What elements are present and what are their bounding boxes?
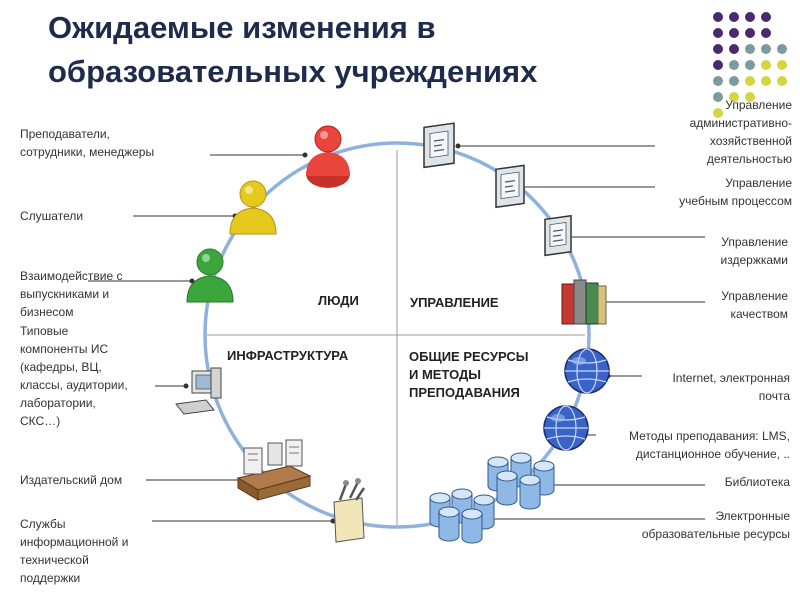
- books-icon: [561, 279, 607, 325]
- person-icon-red: [306, 125, 350, 188]
- label-quality-management: Управление качеством: [721, 289, 788, 321]
- label-support: Службы информационной и технической подд…: [20, 517, 129, 585]
- decorative-dot: [729, 76, 739, 86]
- decorative-dot: [745, 12, 755, 22]
- decorative-dot: [729, 92, 739, 102]
- person-icon-green: [186, 248, 234, 303]
- decorative-dot: [745, 76, 755, 86]
- decorative-dot: [777, 44, 787, 54]
- decorative-dot: [729, 60, 739, 70]
- decorative-dot: [729, 44, 739, 54]
- label-education-management: Управление учебным процессом: [679, 176, 792, 208]
- database-icon-top: [429, 492, 451, 504]
- monitor-icon-2: [495, 164, 525, 209]
- database-icon-top: [519, 474, 541, 486]
- person-icon-yellow: [229, 180, 277, 235]
- label-electronic-resources: Электронные образовательные ресурсы: [641, 509, 790, 541]
- quadrant-resources-label: ОБЩИЕ РЕСУРСЫ И МЕТОДЫ ПРЕПОДАВАНИЯ: [409, 349, 529, 400]
- database-icon-top: [438, 506, 460, 518]
- decorative-dot: [761, 44, 771, 54]
- database-icon: [461, 513, 483, 544]
- label-costs-management: Управление издержками: [720, 235, 788, 267]
- database-icon: [438, 511, 460, 542]
- label-students: Слушатели: [20, 209, 84, 223]
- database-icon-top: [496, 470, 518, 482]
- globe-icon-2: [543, 405, 589, 451]
- decorative-dot: [713, 12, 723, 22]
- label-publishing: Издательский дом: [20, 473, 123, 487]
- decorative-dot: [713, 92, 723, 102]
- office-icon: [236, 439, 312, 501]
- database-icon-top: [473, 494, 495, 506]
- database-icon: [496, 475, 518, 506]
- database-icon-top: [487, 456, 509, 468]
- decorative-dot: [761, 28, 771, 38]
- quadrant-infrastructure-label: ИНФРАСТРУКТУРА: [227, 348, 349, 363]
- decorative-dot: [713, 60, 723, 70]
- monitor-icon-1: [423, 122, 455, 169]
- decorative-dot: [729, 12, 739, 22]
- database-icon-top: [451, 488, 473, 500]
- database-icon-top: [533, 460, 555, 472]
- database-icon-top: [461, 508, 483, 520]
- decorative-dot: [729, 28, 739, 38]
- decorative-dot: [761, 12, 771, 22]
- main-circle: [203, 141, 591, 529]
- label-admin-management: Управление административно- хозяйственно…: [689, 98, 792, 166]
- decorative-dot: [777, 76, 787, 86]
- decorative-dot: [777, 60, 787, 70]
- label-teachers: Преподаватели, сотрудники, менеджеры: [20, 127, 155, 159]
- monitor-icon-3: [544, 214, 572, 257]
- decorative-dot: [713, 108, 723, 118]
- database-icon: [519, 479, 541, 510]
- decorative-dot: [745, 92, 755, 102]
- decorative-dot: [745, 44, 755, 54]
- quadrant-people-label: ЛЮДИ: [318, 293, 359, 308]
- label-teaching-methods: Методы преподавания: LMS, дистанционное …: [629, 429, 790, 461]
- decorative-dot: [713, 28, 723, 38]
- decorative-dot: [761, 60, 771, 70]
- globe-icon-1: [564, 348, 610, 394]
- database-icon-top: [510, 452, 532, 464]
- tools-icon: [333, 478, 366, 543]
- label-components: Типовые компоненты ИС (кафедры, ВЦ, клас…: [20, 324, 128, 428]
- title-line-2: образовательных учреждениях: [48, 54, 538, 89]
- label-library: Библиотека: [724, 475, 790, 489]
- label-internet: Internet, электронная почта: [672, 371, 790, 403]
- page-title: Ожидаемые изменения в образовательных уч…: [48, 6, 537, 94]
- decorative-dot: [713, 76, 723, 86]
- database-icon-group-2: [429, 488, 495, 544]
- database-icon-group-1: [487, 452, 555, 510]
- quadrant-management-label: УПРАВЛЕНИЕ: [410, 295, 499, 310]
- computer-icon: [175, 367, 222, 415]
- decorative-dot: [713, 44, 723, 54]
- decorative-dot: [745, 28, 755, 38]
- label-alumni: Взаимодействие с выпускниками и бизнесом: [20, 269, 123, 319]
- title-line-1: Ожидаемые изменения в: [48, 10, 436, 45]
- decorative-dot: [761, 76, 771, 86]
- decorative-dot: [745, 60, 755, 70]
